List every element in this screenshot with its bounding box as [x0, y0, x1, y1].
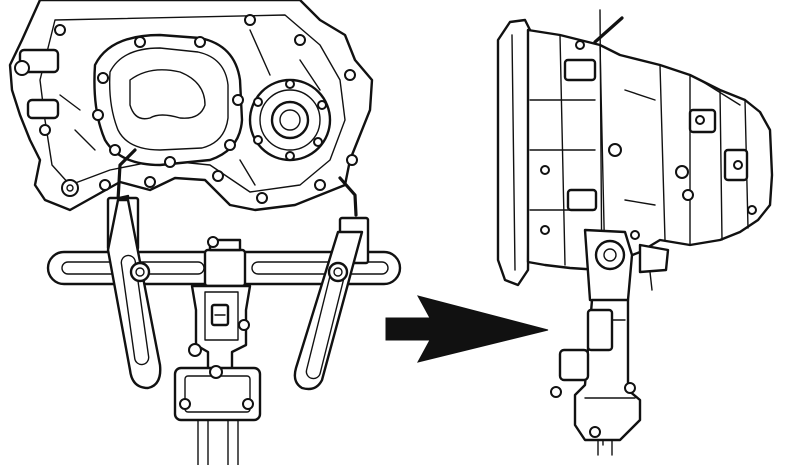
transmission-side-view-icon — [496, 9, 774, 456]
support-fixture-icon — [46, 148, 402, 465]
transmission-front-view-icon — [8, 0, 374, 212]
direction-arrow-icon — [385, 295, 549, 363]
